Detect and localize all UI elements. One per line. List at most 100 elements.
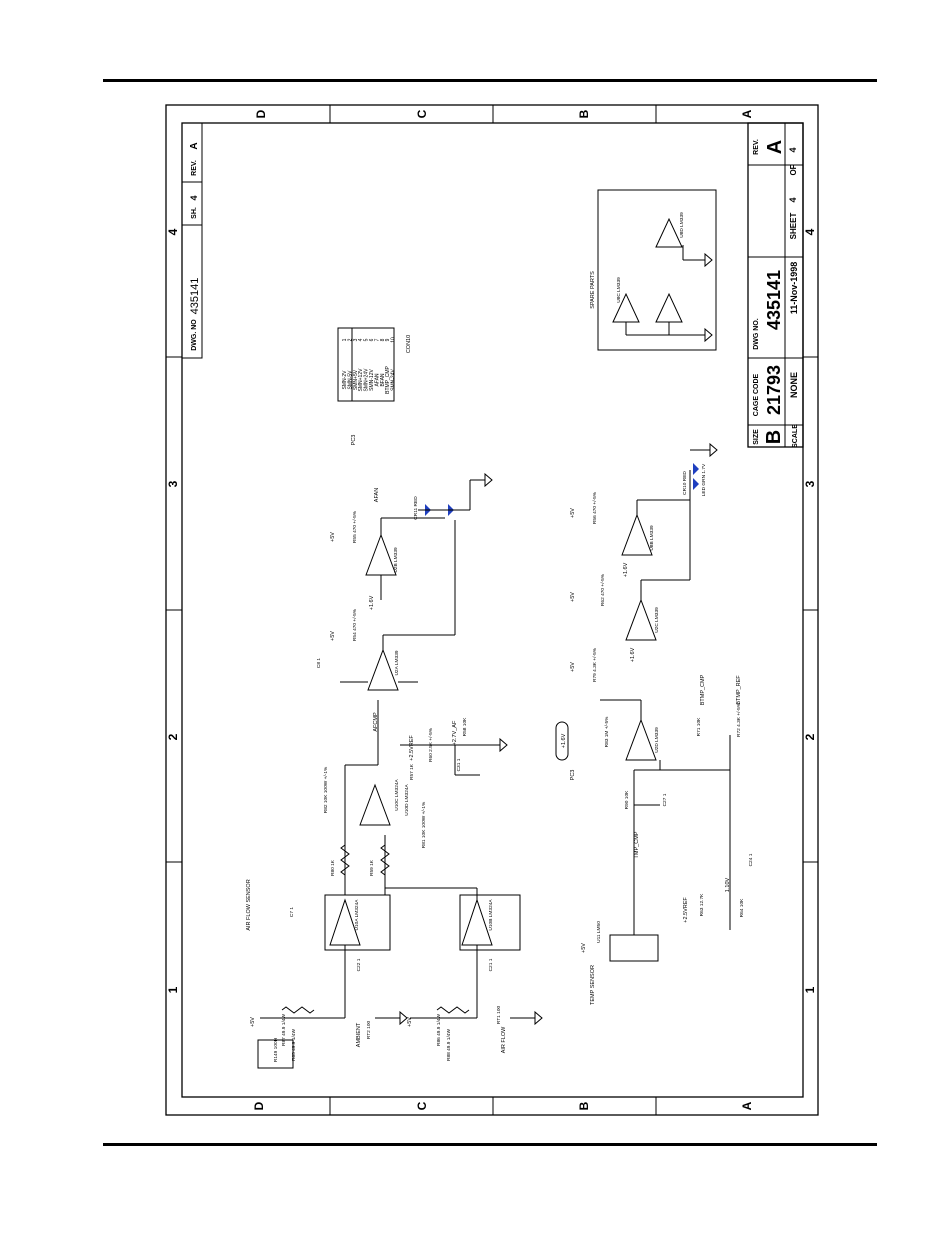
tb-size-value: B: [763, 430, 785, 444]
component-label: U11 LM50: [596, 921, 602, 943]
zone-col-label: 3: [803, 480, 817, 487]
air-flow-sensor-wiring: [324, 472, 521, 951]
component-label: R72 4.3K +/-5%: [736, 702, 742, 737]
component-label: U10B LM324A: [488, 899, 494, 931]
net-2v5-ref: +2.5VREF: [409, 735, 415, 761]
net-1v10: 1.10V: [725, 877, 731, 892]
component-label: U2C LM339: [654, 607, 660, 633]
net-2v5-ref: +2.5VREF: [683, 897, 689, 923]
con10-pin-number: 5: [364, 338, 370, 341]
component-label: U10D LM324A: [404, 783, 410, 815]
component-label: RT1 100: [496, 1006, 502, 1025]
component-label: R62 470 +/-5%: [600, 573, 606, 606]
zone-row-label: B: [577, 109, 591, 118]
zone-col-label: 1: [166, 986, 180, 993]
net-1v6: +1.6V: [630, 647, 636, 662]
component-label: R86 49.9 1/4W: [436, 1014, 442, 1046]
component-label: LED GRN 1.7V: [701, 463, 707, 496]
con10-pin-number: 8: [380, 338, 386, 341]
component-label: R63 12.7K: [699, 893, 705, 916]
net-5v: +5V: [581, 943, 587, 953]
con10-pin-number: 4: [358, 338, 364, 341]
tb-dwg-value: 435141: [764, 270, 784, 330]
tb-scale-label: SCALE: [792, 424, 799, 448]
con10-signal: BFAN: [380, 373, 386, 386]
component-label: C31 1: [456, 758, 462, 771]
component-label: U2B LM339: [393, 547, 399, 573]
comparator-u2c: [625, 598, 657, 641]
component-label: R88 49.9 1/4W: [446, 1029, 452, 1061]
net-tmp-cmp: TMP_CMP: [634, 831, 640, 858]
con10-pins: SMN-2V1SMN-5V2SMN+5V3SMN+12V4SMN+24V5SMN…: [342, 337, 397, 394]
zone-col-label: 2: [803, 733, 817, 740]
component-label: R82 10K 100W +/-1%: [323, 766, 329, 813]
air-flow-sensor-label: AIR FLOW SENSOR: [246, 879, 252, 930]
con10-connector: CON10 PC3 SMN-2V1SMN-5V2SMN+5V3SMN+12V4S…: [337, 327, 412, 446]
corner-sh-value: 4: [189, 195, 199, 200]
corner-dwg-value: 435141: [189, 278, 201, 315]
temp-sensor-wiring: [600, 442, 731, 962]
component-label: R59 1K: [369, 859, 375, 876]
con10-pin-number: 10: [391, 337, 397, 343]
net-5v: +5V: [330, 631, 336, 641]
tb-dwg-label: DWG NO.: [753, 318, 760, 350]
net-5v: +5V: [330, 532, 336, 542]
con10-pin-number: 1: [342, 338, 348, 341]
con10-pin-number: 6: [369, 338, 375, 341]
spare-parts-box: SPARE PARTS: [590, 189, 717, 351]
component-label: CR11 RED: [413, 496, 419, 520]
pc3-value: +1.6V: [561, 733, 567, 748]
component-label: C27 1: [662, 793, 668, 806]
top-rule: [103, 79, 877, 82]
led-grn-2: [693, 463, 699, 475]
zone-row-label: A: [740, 109, 754, 118]
zone-col-label: 4: [803, 228, 817, 235]
tb-sheet-value: 4: [788, 197, 798, 202]
tb-rev-label: REV.: [753, 139, 760, 155]
component-label: R64 10K: [739, 898, 745, 917]
component-label: U8C LM339: [616, 277, 622, 303]
component-label: R58 10K: [462, 717, 468, 736]
component-label: U10A LM324A: [354, 899, 360, 931]
zone-row-label: C: [415, 1101, 429, 1110]
net-btmp-ref: BTMP_REF: [736, 675, 742, 705]
component-label: C22 1: [356, 958, 362, 971]
corner-dwg-label: DWG. NO: [191, 319, 198, 351]
component-label: R85 49.9 1/4W: [291, 1029, 297, 1061]
component-label: C21 1: [488, 958, 494, 971]
con10-signal: SMN+12V: [358, 368, 364, 392]
comparator-u2a: [367, 648, 399, 691]
net-5v: +5V: [570, 508, 576, 518]
net-5v: +5V: [407, 1017, 413, 1027]
air-flow-label: AIR FLOW: [501, 1026, 507, 1053]
con10-signal: SMN+24V: [364, 368, 370, 392]
u11-lm50: [609, 934, 659, 962]
tb-cage-value: 21793: [764, 365, 784, 415]
con10-signal: SMN-24V: [391, 369, 397, 391]
comparator-u2d: [625, 718, 657, 761]
component-label: CR10 RED: [682, 471, 688, 495]
component-label: C8 1: [316, 658, 322, 668]
zone-row-label: A: [740, 1101, 754, 1110]
component-label: R149 100H: [273, 1037, 279, 1062]
component-label: R81 10K 100W +/-1%: [421, 801, 427, 848]
zone-col-label: 3: [166, 480, 180, 487]
sensor-input-wiring: [257, 945, 543, 1069]
con10-pin-number: 7: [374, 338, 380, 341]
corner-rev-label: REV.: [191, 160, 198, 176]
con10-label: CON10: [406, 335, 412, 353]
tb-date: 11-Nov-1998: [789, 262, 799, 315]
con10-signal: SMN+5V: [353, 369, 359, 390]
temp-sensor-label: TEMP SENSOR: [590, 965, 596, 1005]
tb-of-label: OF: [789, 164, 798, 175]
tb-sheet-label: SHEET: [789, 213, 798, 240]
net-2v7-af: +2.7V_AF: [452, 720, 458, 745]
con10-ref: PC3: [351, 435, 357, 446]
net-btmp-cmp: BTMP_CMP: [700, 674, 706, 705]
component-label: R57 1K: [409, 763, 415, 780]
component-label: RT2 100: [366, 1021, 372, 1040]
zone-row-label: B: [577, 1101, 591, 1110]
zone-row-label: D: [254, 109, 268, 118]
zone-row-label: D: [252, 1101, 266, 1110]
